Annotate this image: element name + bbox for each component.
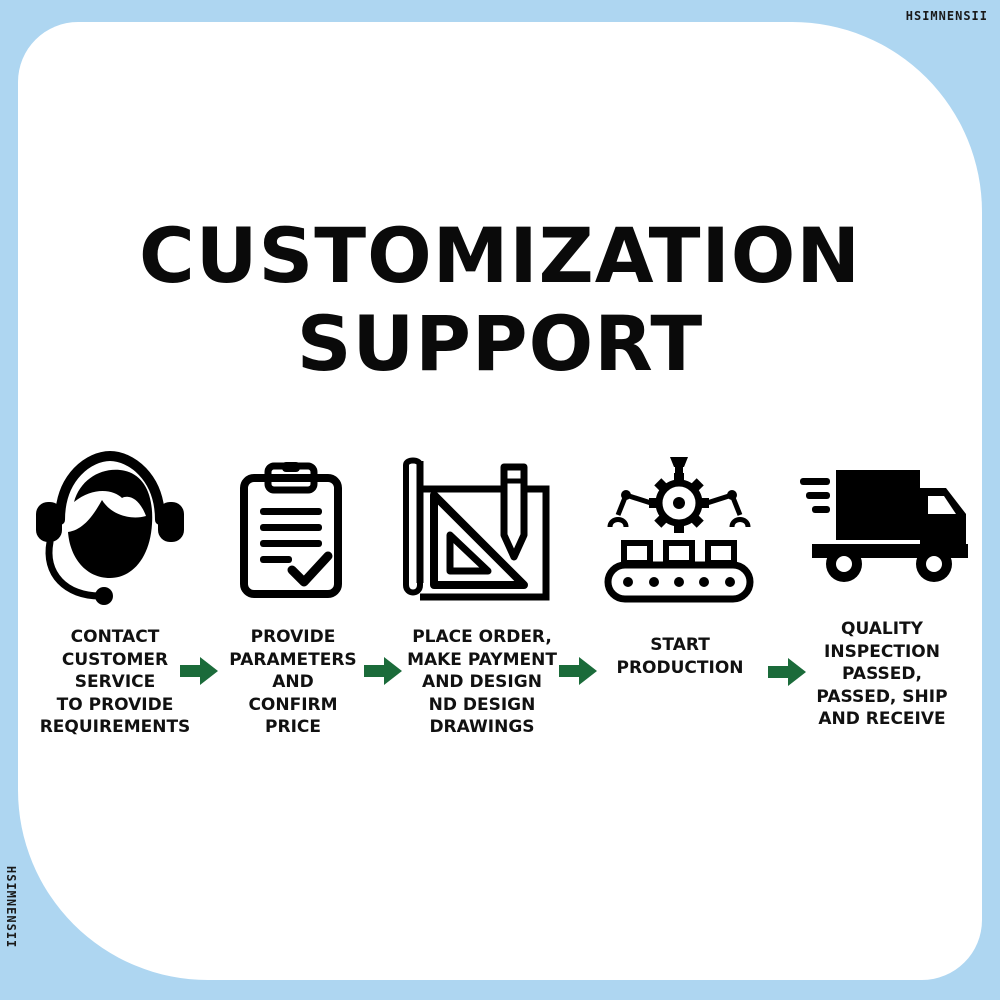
arrow-right-icon — [559, 657, 597, 685]
watermark-top: HSIMNENSII — [905, 9, 988, 23]
clipboard-check-icon — [240, 462, 342, 598]
content-card — [18, 22, 982, 980]
watermark-side: HSIMNENSII — [4, 866, 18, 949]
headset-agent-icon — [36, 450, 184, 605]
blueprint-set-square-icon — [403, 457, 550, 601]
arrow-right-icon — [768, 658, 806, 686]
arrow-right-icon — [364, 657, 402, 685]
arrow-right-icon — [180, 657, 218, 685]
delivery-truck-icon — [800, 470, 968, 582]
title-line-1: CUSTOMIZATION — [139, 211, 861, 300]
production-conveyor-icon — [604, 457, 754, 603]
page-title: CUSTOMIZATION SUPPORT — [0, 212, 1000, 388]
title-line-2: SUPPORT — [296, 299, 704, 388]
